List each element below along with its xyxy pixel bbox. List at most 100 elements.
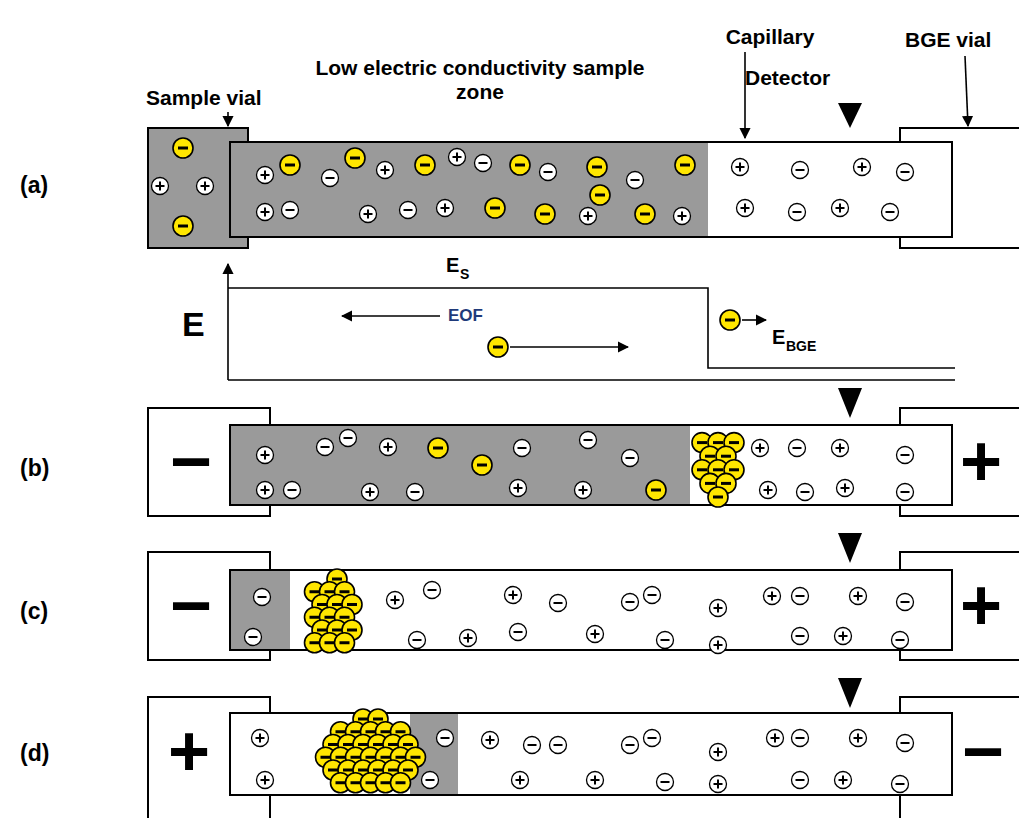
analyte-ion — [280, 155, 300, 175]
vial-label: BGE vial — [905, 28, 991, 52]
field-axis — [228, 379, 955, 381]
anion — [657, 632, 674, 649]
capillary — [230, 425, 952, 505]
anion — [627, 172, 644, 189]
capillary-wall — [230, 142, 952, 237]
analyte-ion — [472, 455, 492, 475]
anion — [322, 170, 339, 187]
sample-zone — [230, 570, 290, 650]
analyte-ion — [335, 633, 355, 653]
anion — [897, 164, 914, 181]
leader-arrow — [227, 112, 229, 126]
field-subscript: S — [460, 266, 469, 282]
anion — [407, 484, 424, 501]
cation — [710, 600, 727, 617]
cation — [387, 592, 404, 609]
cation — [710, 744, 727, 761]
anion — [792, 772, 809, 789]
panel-letter: (c) — [20, 598, 48, 624]
anion — [524, 737, 541, 754]
cation — [377, 162, 394, 179]
cation — [510, 480, 527, 497]
capillary-wall — [230, 425, 952, 505]
cation — [587, 626, 604, 643]
anion — [540, 164, 557, 181]
electrode-sign: − — [962, 715, 1004, 787]
cation — [760, 482, 777, 499]
cation — [710, 637, 727, 654]
cation — [252, 730, 269, 747]
cation — [482, 732, 499, 749]
analyte-ion — [173, 138, 193, 158]
anion — [245, 629, 262, 646]
anion — [254, 589, 271, 606]
analyte-ion — [675, 155, 695, 175]
analyte-ion — [415, 155, 435, 175]
anion — [622, 594, 639, 611]
anion — [789, 204, 806, 221]
cation — [832, 200, 849, 217]
analyte-ion — [428, 438, 448, 458]
anion — [424, 582, 441, 599]
electrode-sign: + — [960, 569, 1002, 641]
cation — [257, 482, 274, 499]
cation — [197, 178, 214, 195]
anion — [422, 772, 439, 789]
anion — [882, 204, 899, 221]
cation — [360, 206, 377, 223]
cation — [575, 482, 592, 499]
anion — [622, 450, 639, 467]
electrode-sign: − — [170, 425, 212, 497]
cation — [437, 200, 454, 217]
anion — [897, 735, 914, 752]
panel-letter: (d) — [20, 740, 49, 766]
cation — [257, 772, 274, 789]
anion — [510, 624, 527, 641]
cation — [257, 167, 274, 184]
analyte-ion — [173, 216, 193, 236]
analyte-ion — [590, 185, 610, 205]
detector-mark — [838, 533, 862, 563]
anion — [657, 774, 674, 791]
capillary — [230, 713, 952, 795]
anion — [644, 587, 661, 604]
anion — [475, 155, 492, 172]
cation — [460, 630, 477, 647]
sample-zone — [230, 142, 708, 237]
anion — [797, 484, 814, 501]
cation — [837, 480, 854, 497]
cation — [737, 200, 754, 217]
leader-arrow — [965, 56, 968, 126]
cation — [587, 772, 604, 789]
detector-label: Detector — [745, 66, 830, 90]
detector-mark — [838, 678, 862, 708]
field-symbol: E — [446, 254, 459, 277]
cation — [257, 204, 274, 221]
capillary — [230, 142, 952, 237]
field-axis — [227, 264, 229, 380]
vial-label: Sample vial — [146, 86, 262, 110]
panel-letter: (b) — [20, 455, 49, 481]
anion — [792, 730, 809, 747]
migration-arrow — [510, 346, 628, 348]
anion — [282, 202, 299, 219]
anion — [792, 588, 809, 605]
sample-zone — [230, 425, 690, 505]
analyte-ion — [708, 487, 728, 507]
cation — [767, 730, 784, 747]
anion — [792, 162, 809, 179]
anion — [550, 737, 567, 754]
cation — [512, 772, 529, 789]
anion — [409, 632, 426, 649]
electrode-sign: − — [170, 569, 212, 641]
axis-label: E — [182, 305, 205, 344]
anion — [550, 595, 567, 612]
anion — [897, 594, 914, 611]
analyte-ion — [635, 204, 655, 224]
cation — [835, 628, 852, 645]
anion — [400, 202, 417, 219]
panel-letter: (a) — [20, 172, 48, 198]
cation — [850, 588, 867, 605]
analyte-ion — [587, 157, 607, 177]
anion — [789, 440, 806, 457]
